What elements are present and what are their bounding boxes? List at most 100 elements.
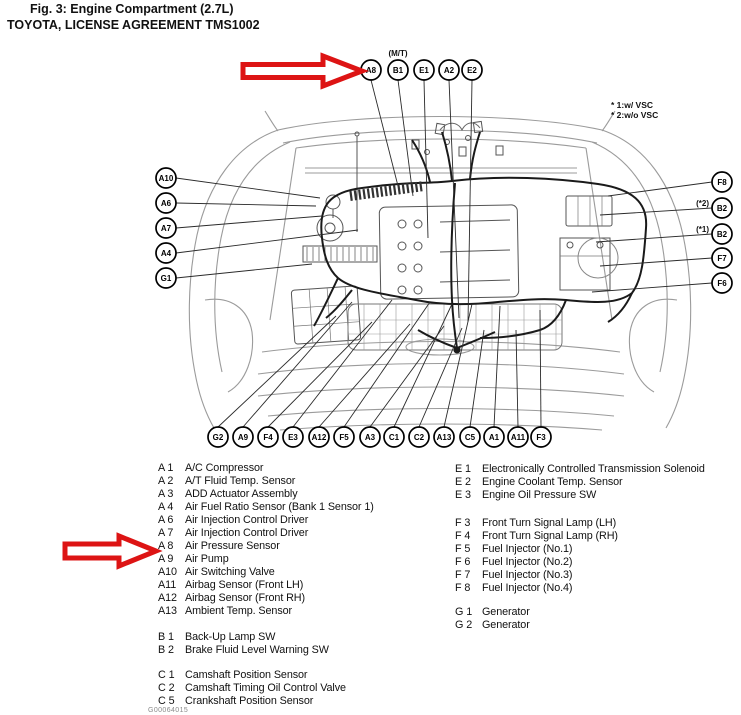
- callout-label: C2: [414, 433, 425, 442]
- legend-item-name: Airbag Sensor (Front RH): [185, 592, 306, 604]
- callout-label: A6: [161, 199, 172, 208]
- callout-A2: [438, 59, 460, 81]
- callout-label: A9: [238, 433, 249, 442]
- battery: [559, 237, 611, 291]
- figure-title-block: Fig. 3: Engine Compartment (2.7L) TOYOTA…: [7, 1, 260, 33]
- callout-B2-star2: [711, 197, 733, 219]
- legend-row: E 3 Engine Oil Pressure SW: [455, 489, 705, 502]
- legend-item-name: Air Pressure Sensor: [185, 540, 280, 552]
- legend-item-code: A 3: [158, 488, 174, 500]
- fuse-box: [565, 195, 613, 227]
- callout-label: A11: [511, 433, 526, 442]
- callout-label: A2: [444, 66, 455, 75]
- callout-label: B1: [393, 66, 404, 75]
- mt-note: (M/T): [388, 49, 407, 58]
- legend-item-name: Camshaft Position Sensor: [185, 669, 308, 681]
- legend-item-code: E 3: [455, 489, 471, 501]
- vsc-note-2: * 2:w/o VSC: [611, 110, 658, 120]
- legend-item-code: A10: [158, 566, 177, 578]
- legend-item-code: F 7: [455, 569, 471, 581]
- legend-item-code: F 5: [455, 543, 471, 555]
- legend-item-code: G 2: [455, 619, 473, 631]
- callout-label: F8: [717, 178, 727, 187]
- callout-label: A10: [159, 174, 174, 183]
- callout-F3: [530, 426, 552, 448]
- callout-label: G2: [213, 433, 224, 442]
- legend-item-code: C 1: [158, 669, 175, 681]
- legend-item-name: Air Injection Control Driver: [185, 527, 309, 539]
- callout-F4: [257, 426, 279, 448]
- callout-A7: [155, 217, 177, 239]
- star2-note: (*2): [696, 199, 709, 208]
- callout-G1: [155, 267, 177, 289]
- legend-item-name: Fuel Injector (No.1): [482, 543, 573, 555]
- callout-label: F4: [263, 433, 273, 442]
- callout-label: C1: [389, 433, 400, 442]
- callout-A1: [483, 426, 505, 448]
- legend-item-name: Brake Fluid Level Warning SW: [185, 644, 329, 656]
- legend-item-code: B 2: [158, 644, 174, 656]
- legend-item-name: Engine Oil Pressure SW: [482, 489, 597, 501]
- legend-row: A10 Air Switching Valve: [158, 566, 374, 579]
- legend-item-code: F 3: [455, 517, 471, 529]
- callout-label: F5: [339, 433, 349, 442]
- callout-label: B2: [717, 204, 728, 213]
- legend-item-name: ADD Actuator Assembly: [185, 488, 298, 500]
- legend-item-name: Air Fuel Ratio Sensor (Bank 1 Sensor 1): [185, 501, 374, 513]
- callout-label: C5: [465, 433, 476, 442]
- callout-label: A7: [161, 224, 172, 233]
- callout-circles: [155, 59, 733, 448]
- legend-group-b: B 1 Back-Up Lamp SW B 2 Brake Fluid Level …: [158, 631, 374, 657]
- figure-title: Fig. 3: Engine Compartment (2.7L): [30, 2, 234, 16]
- legend-item-name: Air Pump: [185, 553, 229, 565]
- legend-item-code: B 1: [158, 631, 174, 643]
- callout-E3: [282, 426, 304, 448]
- legend-item-name: Back-Up Lamp SW: [185, 631, 276, 643]
- callout-A12: [308, 426, 330, 448]
- legend-item-code: A 4: [158, 501, 174, 513]
- legend-item-code: C 2: [158, 682, 175, 694]
- callout-E2: [461, 59, 483, 81]
- legend-item-name: A/T Fluid Temp. Sensor: [185, 475, 296, 487]
- legend-item-name: Generator: [482, 606, 530, 618]
- callout-A11: [507, 426, 529, 448]
- leader-lines: [175, 79, 713, 428]
- callout-label: E3: [288, 433, 298, 442]
- callout-A6: [155, 192, 177, 214]
- callout-label: F6: [717, 279, 727, 288]
- legend-row: A 1 A/C Compressor: [158, 462, 374, 475]
- callout-F6: [711, 272, 733, 294]
- legend-item-code: A 1: [158, 462, 174, 474]
- legend-item-name: Air Injection Control Driver: [185, 514, 309, 526]
- vsc-note-1: * 1:w/ VSC: [611, 100, 653, 110]
- callout-label: F3: [536, 433, 546, 442]
- legend-row: F 5 Fuel Injector (No.1): [455, 543, 705, 556]
- legend-item-code: A11: [158, 579, 177, 591]
- callout-C2: [408, 426, 430, 448]
- callout-label: A12: [312, 433, 327, 442]
- red-arrow-top-a8: [240, 52, 369, 90]
- legend-item-code: G 1: [455, 606, 473, 618]
- callout-G2: [207, 426, 229, 448]
- legend-item-name: A/C Compressor: [185, 462, 264, 474]
- legend-item-code: E 2: [455, 476, 471, 488]
- callout-F7: [711, 247, 733, 269]
- callout-F8: [711, 171, 733, 193]
- legend-item-name: Air Switching Valve: [185, 566, 275, 578]
- graphic-id-watermark: G00064015: [148, 707, 189, 714]
